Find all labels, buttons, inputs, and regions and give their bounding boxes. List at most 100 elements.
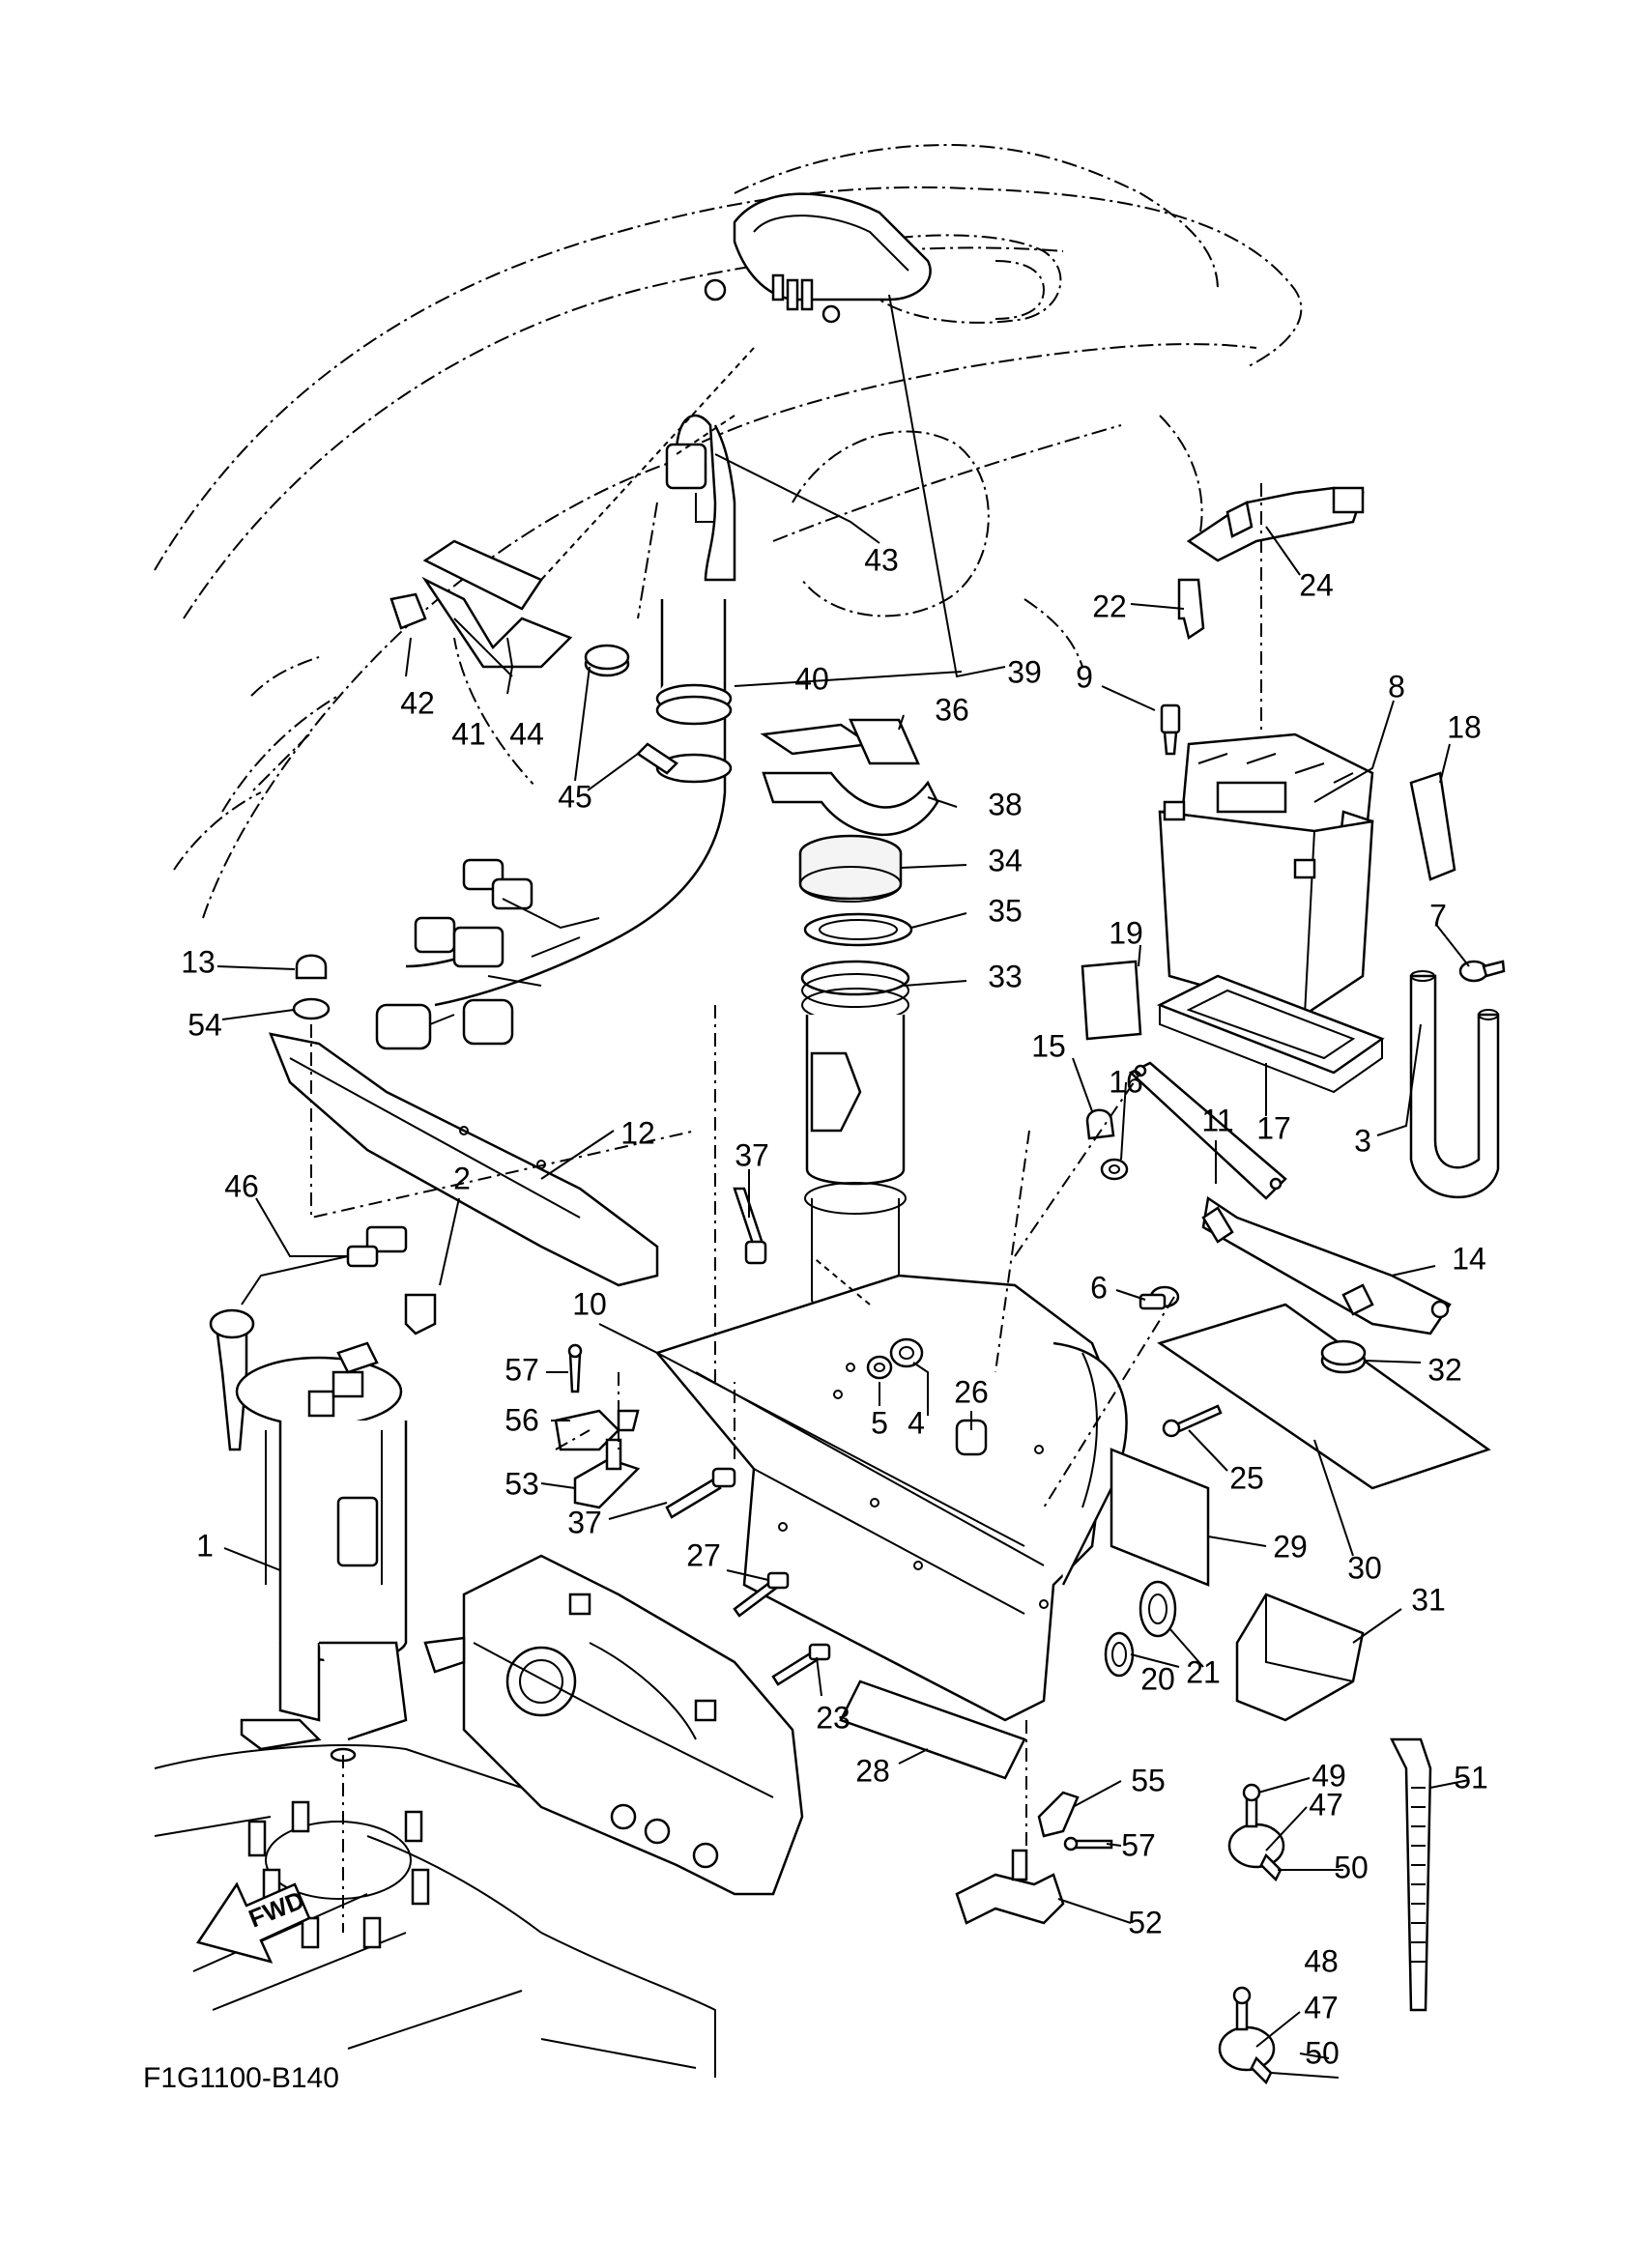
label-15: 15 — [1031, 1028, 1066, 1063]
grommet-4 — [889, 1337, 924, 1368]
grommet-32 — [1320, 1339, 1367, 1374]
label-25: 25 — [1229, 1460, 1264, 1495]
label-42: 42 — [400, 685, 435, 720]
label-19: 19 — [1109, 915, 1143, 950]
label-31: 31 — [1411, 1582, 1446, 1617]
label-27: 27 — [686, 1537, 721, 1572]
lower-hull — [154, 1744, 716, 2078]
pin-57b — [1063, 1836, 1113, 1852]
cable-tie-51 — [1389, 1737, 1432, 2012]
bolt-9 — [1160, 703, 1181, 756]
pin-57a — [567, 1343, 583, 1393]
washer-5 — [866, 1355, 893, 1380]
ring-35 — [803, 912, 913, 947]
bracket-41 — [421, 539, 573, 677]
band-38 — [762, 771, 939, 836]
bracket-52 — [955, 1720, 1065, 1925]
label-49: 49 — [1312, 1758, 1346, 1793]
label-4: 4 — [908, 1405, 925, 1440]
label-9: 9 — [1076, 659, 1093, 694]
label-18: 18 — [1447, 709, 1482, 744]
ring-44 — [584, 644, 630, 677]
label-2: 2 — [453, 1161, 471, 1195]
fuel-pump-1 — [235, 1341, 408, 1763]
label-57a: 57 — [504, 1352, 539, 1387]
label-34: 34 — [988, 843, 1023, 877]
label-11: 11 — [1201, 1103, 1233, 1137]
label-37a: 37 — [735, 1137, 769, 1172]
label-47a: 47 — [1309, 1787, 1343, 1822]
label-10: 10 — [572, 1286, 607, 1321]
battery-8 — [1158, 732, 1374, 1017]
part-labels: 1 2 3 4 5 6 7 8 9 10 11 12 13 14 15 16 1… — [181, 542, 1488, 2070]
label-1: 1 — [196, 1528, 214, 1563]
diagram-code: F1G1100-B140 — [143, 2062, 339, 2094]
label-33: 33 — [988, 959, 1023, 993]
stay-12 — [268, 1032, 659, 1287]
label-17: 17 — [1256, 1110, 1291, 1145]
label-30: 30 — [1347, 1550, 1382, 1585]
label-38: 38 — [988, 787, 1023, 821]
label-36: 36 — [935, 692, 969, 727]
pad-30 — [1157, 1303, 1491, 1490]
clip-55 — [1037, 1791, 1080, 1838]
label-24: 24 — [1299, 567, 1334, 602]
label-50b: 50 — [1305, 2035, 1340, 2070]
label-16: 16 — [1109, 1064, 1143, 1099]
clamp-47a — [1227, 1783, 1285, 1882]
nut-42 — [389, 592, 427, 630]
label-51: 51 — [1454, 1760, 1488, 1794]
label-5: 5 — [871, 1405, 888, 1440]
label-56: 56 — [504, 1402, 539, 1437]
label-37b: 37 — [567, 1505, 602, 1539]
label-14: 14 — [1452, 1241, 1486, 1276]
grommet-21 — [1139, 1580, 1177, 1638]
clamp-47b — [1218, 1986, 1276, 2085]
label-22: 22 — [1092, 589, 1127, 623]
band-11 — [1128, 1061, 1287, 1200]
tank-frame-10 — [654, 1274, 1128, 1722]
label-3: 3 — [1354, 1123, 1371, 1158]
bolt-6 — [1139, 1285, 1180, 1310]
bolt-25 — [1162, 1404, 1223, 1438]
label-20: 20 — [1140, 1661, 1175, 1696]
label-47b: 47 — [1304, 1990, 1339, 2024]
label-43: 43 — [864, 542, 899, 577]
cap-nut-13 — [295, 954, 328, 980]
label-52: 52 — [1128, 1905, 1163, 1939]
pad-18 — [1409, 771, 1456, 881]
band-14 — [1201, 1195, 1452, 1335]
rivet-23 — [771, 1643, 831, 1686]
control-box — [423, 1554, 804, 1896]
label-21: 21 — [1186, 1654, 1221, 1689]
filler-neck-33 — [800, 960, 910, 1312]
fwd-arrow: FWD — [195, 1881, 311, 1964]
grommet-20 — [1104, 1631, 1135, 1678]
washer-54 — [292, 997, 331, 1020]
cap-15 — [1085, 1108, 1115, 1140]
rivet-37b — [665, 1467, 736, 1519]
clip-7 — [1458, 960, 1506, 983]
label-35: 35 — [988, 893, 1023, 928]
tray-17 — [1156, 974, 1385, 1094]
band-36 — [760, 718, 920, 765]
label-40: 40 — [794, 661, 829, 696]
clamp-56 — [554, 1409, 640, 1451]
label-41: 41 — [451, 716, 486, 751]
alignment-lines — [310, 347, 1262, 1508]
pad-19 — [1081, 960, 1142, 1041]
bracket-22 — [1177, 578, 1205, 641]
clip-2 — [404, 1293, 437, 1335]
label-7: 7 — [1429, 898, 1447, 933]
label-44: 44 — [509, 716, 544, 751]
label-48: 48 — [1304, 1943, 1339, 1978]
leader-lines — [216, 294, 1470, 2079]
label-55: 55 — [1131, 1763, 1166, 1797]
label-23: 23 — [816, 1700, 850, 1735]
label-13: 13 — [181, 944, 216, 979]
label-53: 53 — [504, 1466, 539, 1501]
label-6: 6 — [1090, 1270, 1108, 1305]
mounting-studs — [247, 1755, 430, 1949]
label-32: 32 — [1427, 1352, 1462, 1387]
